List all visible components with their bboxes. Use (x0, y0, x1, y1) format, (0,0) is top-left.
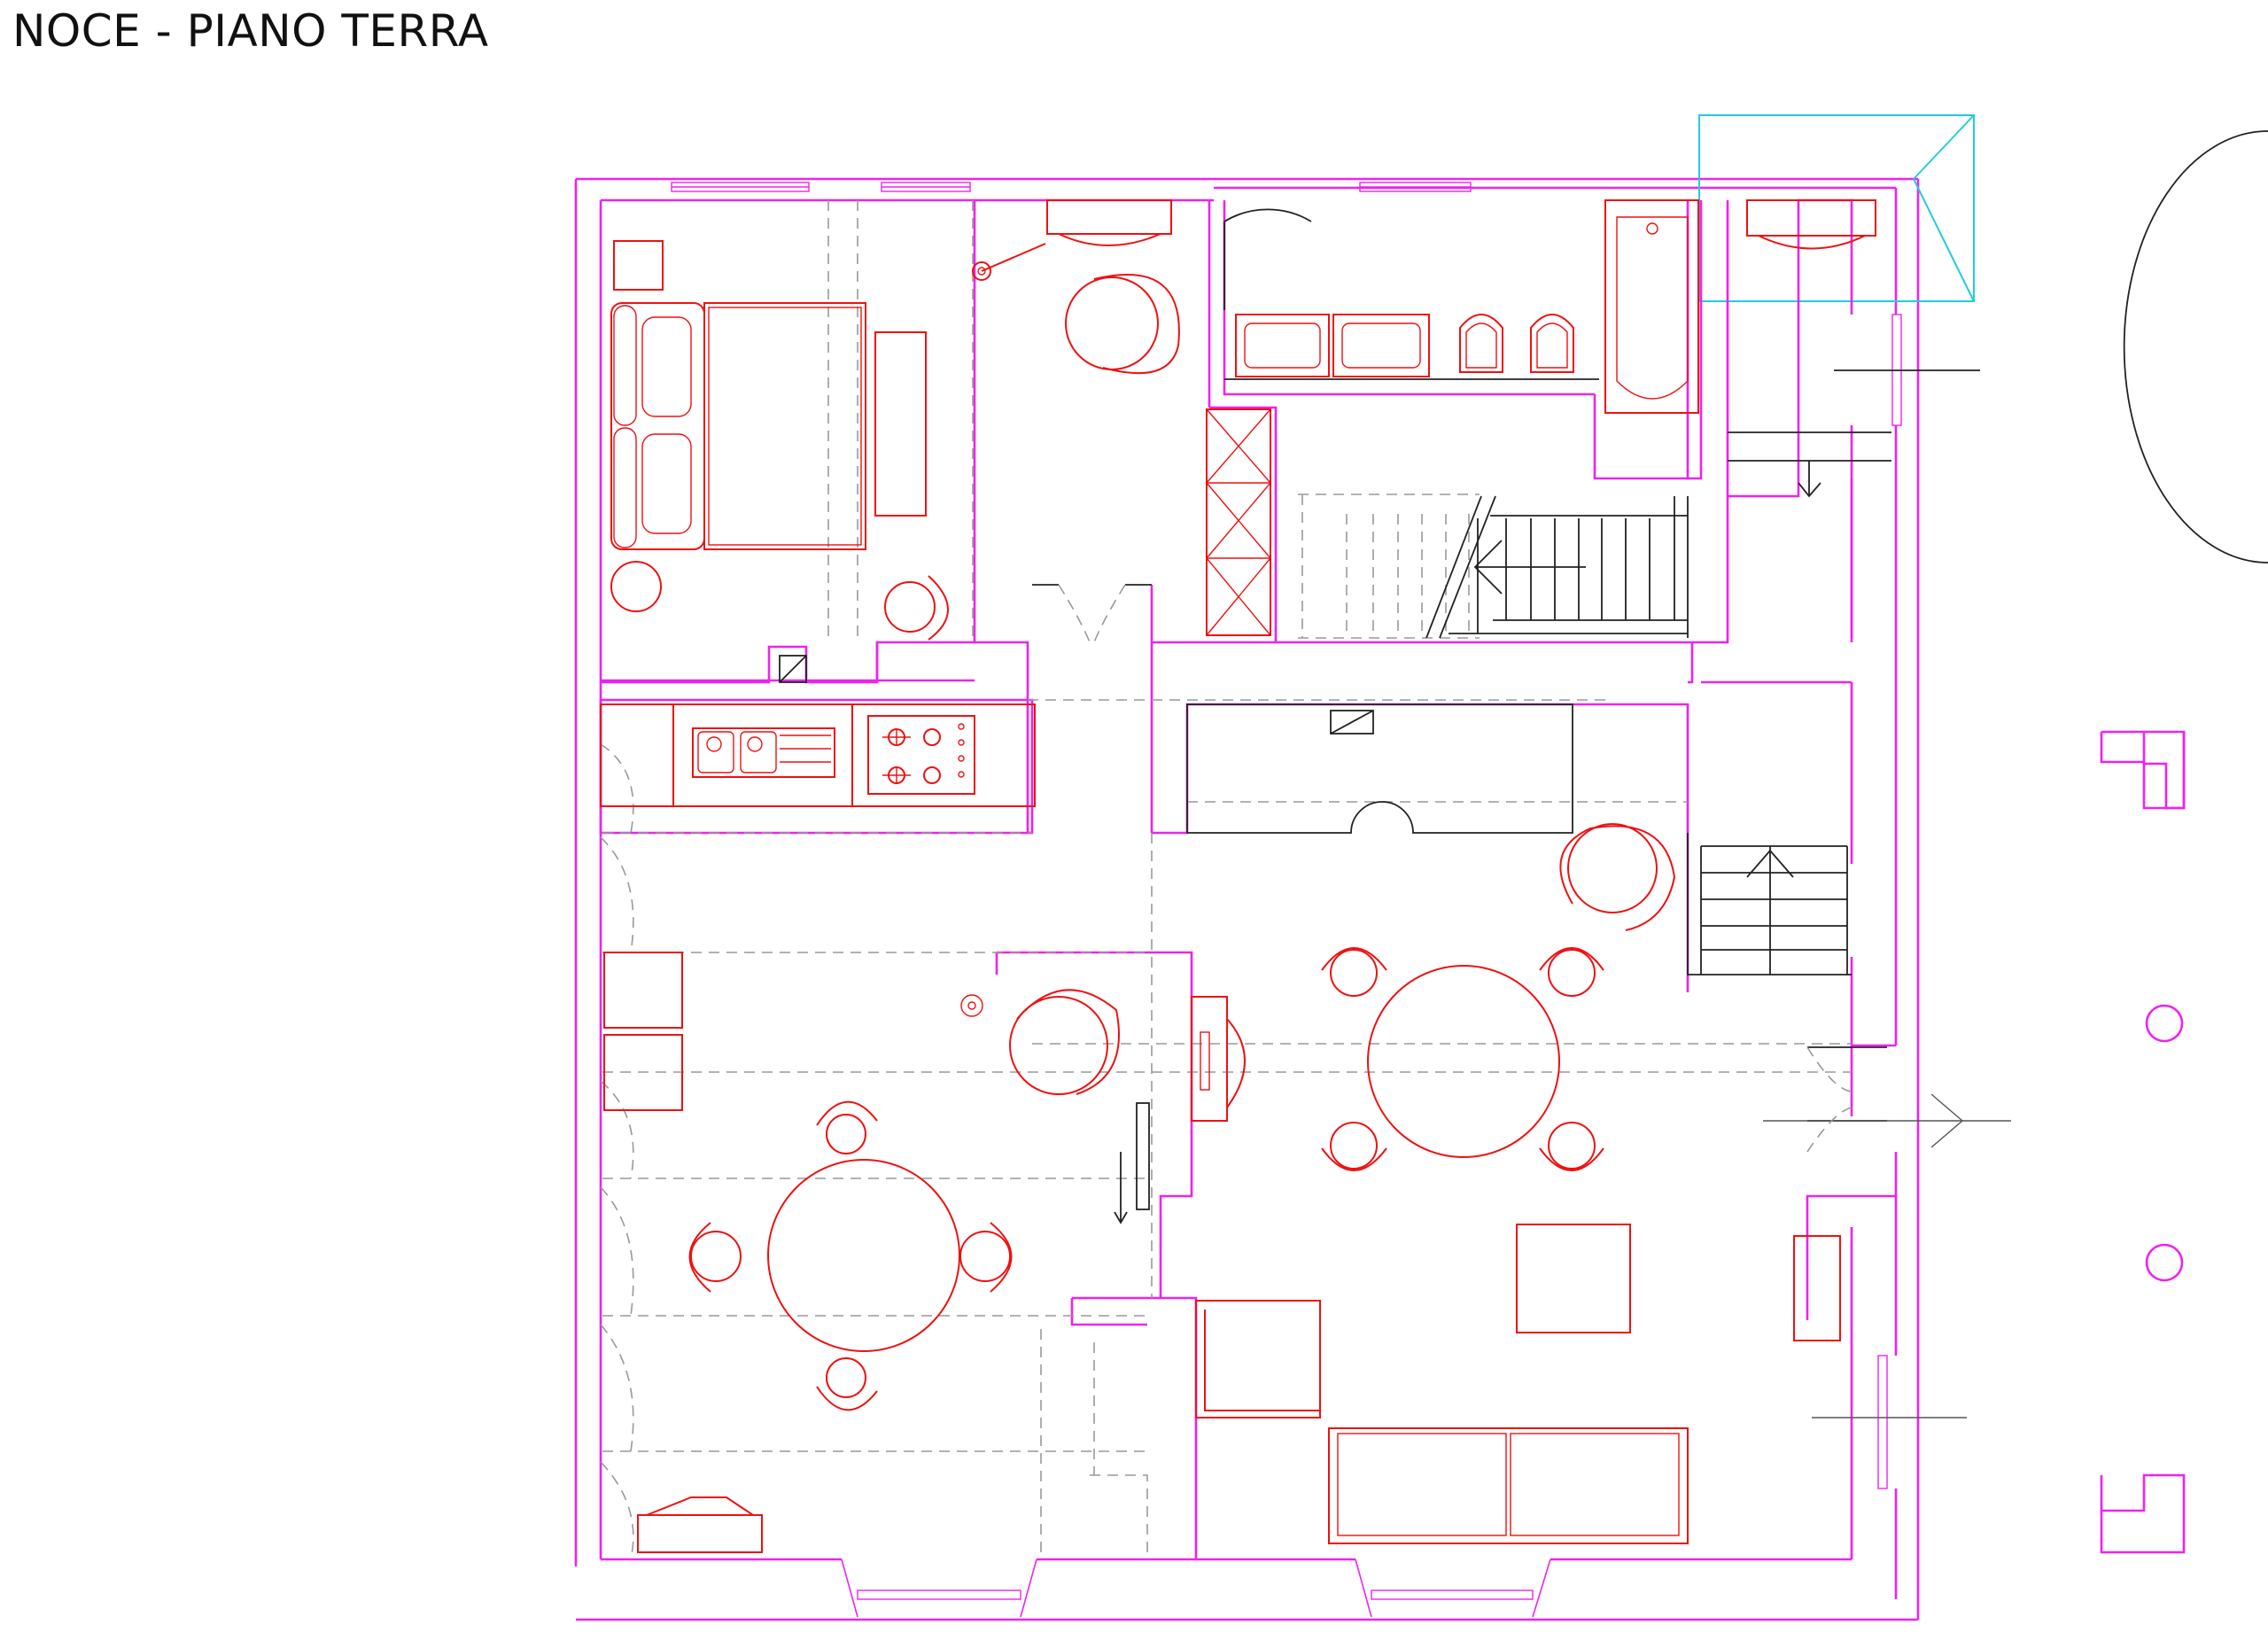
windows-top (671, 182, 1472, 192)
bathroom (1223, 199, 1699, 414)
living (1195, 823, 1841, 1544)
dressing-room (1046, 199, 1271, 636)
column-icon (2145, 1004, 2184, 1043)
windows-bottom (841, 1558, 1551, 1618)
plan-title: NOCE - PIANO TERRA (12, 5, 489, 57)
door-swing-icon (1223, 208, 1312, 222)
column-icon (2145, 1243, 2184, 1282)
corridor-door (1032, 584, 1152, 643)
stairs (1298, 494, 1852, 975)
storage (1728, 199, 1891, 498)
garden-elements (2100, 130, 2268, 1554)
hidden-lines (600, 200, 1852, 1560)
east-openings (1763, 314, 2011, 1489)
bedroom (610, 240, 1046, 683)
dining-left (603, 952, 1246, 1553)
stair-arrow-icon (1746, 849, 1794, 878)
canopy (1698, 114, 1975, 302)
kitchen (600, 703, 1036, 807)
counter (1186, 703, 1573, 834)
